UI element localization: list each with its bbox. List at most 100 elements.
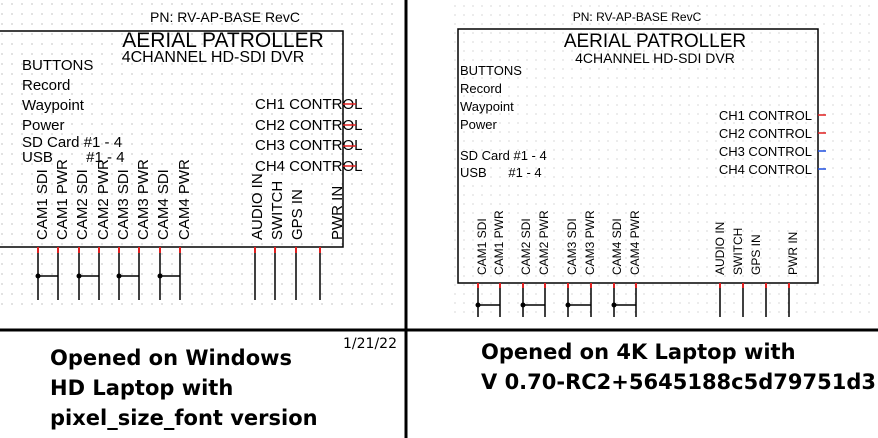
grid-dot [589,176,591,178]
grid-dot [652,239,654,241]
grid-dot [508,275,510,277]
grid-dot [742,203,744,205]
grid-dot [41,43,43,45]
grid-dot [291,133,293,135]
grid-dot [544,257,546,259]
grid-dot [311,223,313,225]
grid-dot [281,203,283,205]
grid-dot [71,63,73,65]
grid-dot [697,185,699,187]
grid-dot [490,59,492,61]
grid-dot [291,113,293,115]
grid-dot [742,104,744,106]
right-pin-label-switch: SWITCH [731,228,745,275]
grid-dot [271,73,273,75]
grid-dot [261,253,263,255]
grid-dot [261,223,263,225]
grid-dot [760,221,762,223]
grid-dot [131,243,133,245]
grid-dot [823,302,825,304]
grid-dot [742,185,744,187]
grid-dot [580,131,582,133]
grid-dot [517,302,519,304]
grid-dot [141,103,143,105]
grid-dot [589,95,591,97]
grid-dot [211,293,213,295]
grid-dot [715,104,717,106]
grid-dot [616,275,618,277]
grid-dot [301,133,303,135]
grid-dot [553,275,555,277]
grid-dot [850,23,852,25]
grid-dot [571,158,573,160]
grid-dot [742,131,744,133]
grid-dot [101,53,103,55]
grid-dot [562,131,564,133]
grid-dot [733,77,735,79]
grid-dot [706,167,708,169]
grid-dot [697,104,699,106]
grid-dot [381,63,383,65]
grid-dot [291,123,293,125]
grid-dot [688,95,690,97]
grid-dot [535,158,537,160]
grid-dot [391,13,393,15]
grid-dot [371,23,373,25]
grid-dot [823,176,825,178]
grid-dot [715,266,717,268]
grid-dot [553,122,555,124]
date-label: 1/21/22 [343,336,397,352]
grid-dot [251,53,253,55]
grid-dot [634,95,636,97]
grid-dot [508,158,510,160]
grid-dot [21,103,23,105]
grid-dot [724,311,726,313]
grid-dot [231,133,233,135]
grid-dot [508,284,510,286]
grid-dot [151,243,153,245]
grid-dot [706,86,708,88]
grid-dot [805,311,807,313]
grid-dot [625,77,627,79]
grid-dot [589,50,591,52]
grid-dot [562,113,564,115]
grid-dot [381,263,383,265]
grid-dot [526,194,528,196]
grid-dot [733,311,735,313]
grid-dot [241,53,243,55]
grid-dot [499,248,501,250]
grid-dot [81,203,83,205]
grid-dot [331,303,333,305]
grid-dot [670,158,672,160]
grid-dot [481,32,483,34]
grid-dot [733,149,735,151]
grid-dot [508,32,510,34]
grid-dot [769,68,771,70]
left-pin-label-audio-in: AUDIO IN [249,173,266,240]
grid-dot [553,41,555,43]
grid-dot [733,50,735,52]
grid-dot [517,140,519,142]
grid-dot [291,243,293,245]
grid-dot [321,83,323,85]
grid-dot [301,73,303,75]
grid-dot [643,185,645,187]
grid-dot [634,212,636,214]
grid-dot [832,203,834,205]
grid-dot [1,223,3,225]
grid-dot [351,183,353,185]
grid-dot [679,77,681,79]
grid-dot [111,213,113,215]
grid-dot [589,14,591,16]
grid-dot [499,86,501,88]
grid-dot [181,283,183,285]
grid-dot [472,266,474,268]
grid-dot [751,113,753,115]
grid-dot [191,173,193,175]
grid-dot [261,173,263,175]
grid-dot [161,3,163,5]
grid-dot [769,59,771,61]
grid-dot [553,257,555,259]
grid-dot [805,158,807,160]
grid-dot [41,303,43,305]
